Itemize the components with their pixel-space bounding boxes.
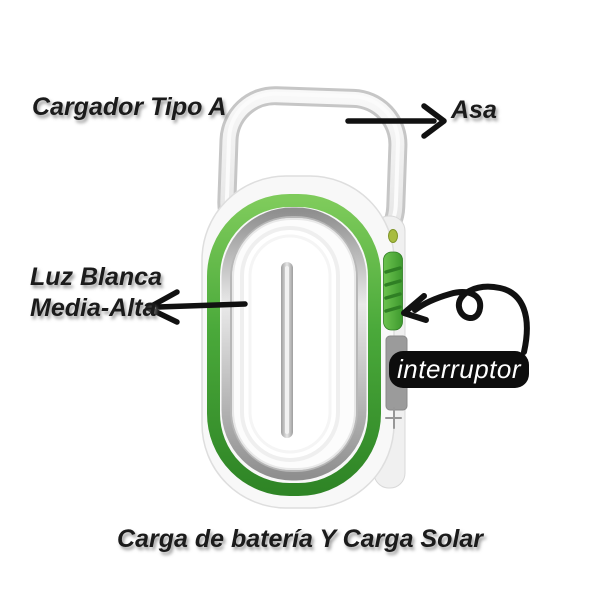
label-charger-type: Cargador Tipo A: [32, 93, 227, 121]
chrome-bezel: [221, 207, 367, 481]
label-white-light-line2: Media-Alta: [30, 294, 157, 322]
green-ring: [207, 194, 381, 496]
arrow-to-light: [145, 289, 248, 325]
label-charging: Carga de batería Y Carga Solar: [117, 525, 483, 553]
arrow-to-handle: [345, 103, 447, 139]
led-tube: [281, 262, 293, 438]
label-white-light-line1: Luz Blanca: [30, 263, 162, 291]
switch-tag-text: interruptor: [397, 354, 521, 384]
power-switch: [383, 251, 403, 331]
indicator-dot: [388, 229, 398, 243]
diffuser-face: [232, 218, 356, 470]
switch-tag: interruptor: [389, 351, 529, 388]
plus-marking: [385, 407, 402, 429]
label-handle: Asa: [451, 96, 497, 124]
curly-arrow-to-switch: [401, 283, 530, 355]
label-white-light: Luz Blanca Media-Alta: [30, 262, 162, 324]
